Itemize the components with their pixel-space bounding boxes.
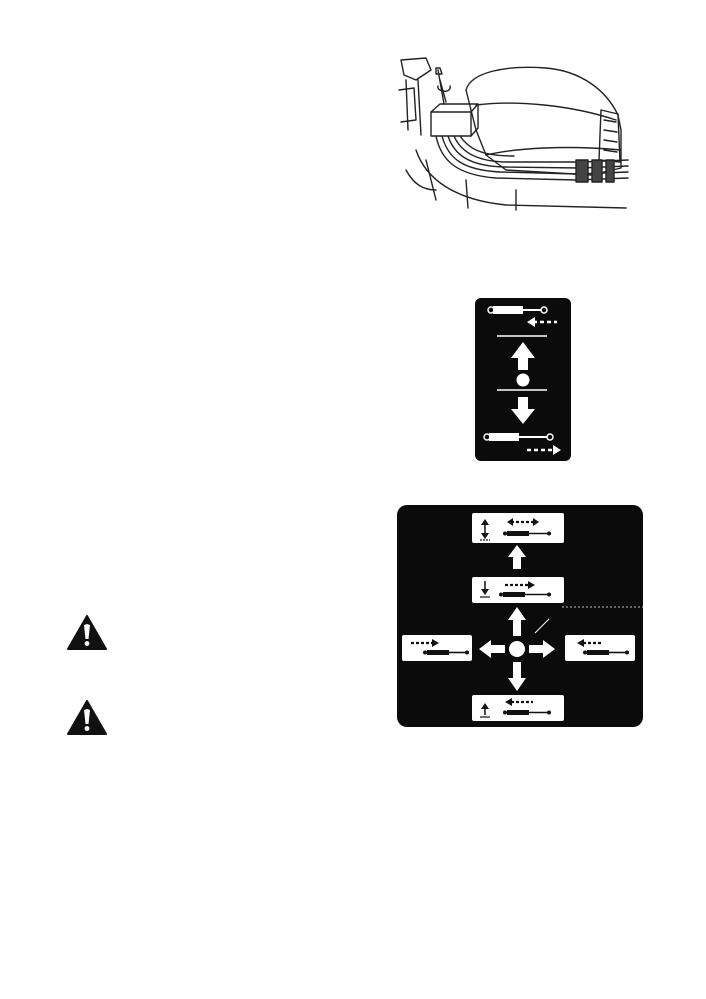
cylinder-retract-icon [487, 306, 557, 327]
warning-triangle-icon [67, 615, 107, 650]
raise-card [472, 695, 564, 721]
float-lower-card [472, 513, 564, 543]
neutral-dot-icon [516, 373, 530, 387]
single-lever-control-decal [475, 298, 571, 461]
warning-triangle-icon [67, 700, 107, 735]
cylinder-extend-icon [483, 433, 561, 455]
neutral-dot-icon [509, 641, 525, 657]
lower-card [472, 577, 564, 603]
arrow-down-icon [511, 397, 535, 424]
arrow-up-icon [511, 342, 535, 370]
right-card [565, 635, 635, 661]
joystick-four-way-control-decal [397, 505, 643, 727]
tractor-hydraulic-lines-illustration [398, 57, 629, 211]
left-card [402, 635, 472, 661]
